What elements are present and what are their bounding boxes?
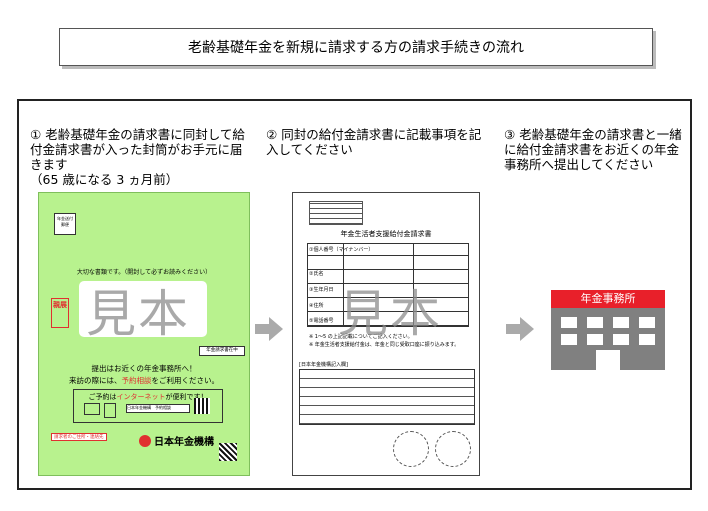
- form-stamp-circle: [435, 431, 471, 467]
- window-icon: [613, 317, 629, 328]
- form-label-birthdate: ③生年月日: [309, 287, 334, 293]
- step-1-sub: （65 歳になる 3 ヵ月前）: [30, 172, 179, 187]
- envelope-enclosure-bar: 年金請求書在中: [199, 346, 245, 356]
- visit-text-highlight: 予約相談: [121, 376, 152, 385]
- envelope-address-window: [79, 281, 207, 337]
- flow-frame: [17, 99, 692, 490]
- form-stamp-circle: [393, 431, 429, 467]
- reservation-line: ご予約はインターネットが便利です！: [74, 392, 222, 402]
- visit-text-b: をご利用ください。: [151, 376, 220, 385]
- window-icon: [561, 334, 577, 345]
- barcode-icon: [219, 443, 237, 461]
- page-title: 老齢基礎年金を新規に請求する方の請求手続きの流れ: [188, 40, 524, 56]
- form-sample: 年金生活者支援給付金請求書 ①個人番号（マイナンバー） ②氏名 ③生年月日 ④住…: [292, 192, 480, 476]
- window-icon: [639, 317, 655, 328]
- page-title-box: 老齢基礎年金を新規に請求する方の請求手続きの流れ: [59, 28, 653, 66]
- envelope-submit-text: 提出はお近くの年金事務所へ！: [91, 364, 197, 373]
- form-label-name: ②氏名: [309, 271, 324, 277]
- form-main-grid: [307, 243, 469, 327]
- envelope-stamp: 年金送付 郵便: [54, 213, 76, 235]
- envelope-logo: 日本年金機構: [139, 433, 214, 448]
- window-icon: [587, 317, 603, 328]
- logo-text: 日本年金機構: [154, 437, 214, 448]
- form-title: 年金生活者支援給付金請求書: [340, 230, 432, 238]
- arrow-right-icon: [255, 317, 283, 341]
- step-3-description: 老齢基礎年金の請求書と一緒に給付金請求書をお近くの年金事務所へ提出してください: [504, 127, 682, 172]
- form-lower-grid: [299, 369, 475, 425]
- envelope-reservation-box: ご予約はインターネットが便利です！ 日本年金機構 予約相談: [73, 389, 223, 423]
- window-icon: [561, 317, 577, 328]
- phone-icon: [104, 403, 116, 418]
- form-label-mynumber: ①個人番号（マイナンバー）: [309, 247, 374, 253]
- step-2-number: ②: [266, 127, 278, 142]
- envelope-watermark: 見本: [86, 285, 190, 343]
- reservation-text-highlight: インターネット: [116, 393, 166, 401]
- window-icon: [587, 334, 603, 345]
- form-notes: ※ 1～5 の上記記載についてご記入ください。 ※ 年金生活者支援給付金は、年金…: [309, 333, 459, 349]
- reservation-text-a: ご予約は: [88, 393, 117, 401]
- envelope-important-text: 大切な書類です。（開封して必ずお読みください）: [76, 269, 212, 276]
- step-1-description: 老齢基礎年金の請求書に同封して給付金請求書が入った封筒がお手元に届きます: [30, 127, 245, 172]
- door-icon: [596, 350, 620, 370]
- notice-label: 請求者のご住所・連絡先: [51, 433, 107, 441]
- form-label-address: ④住所: [309, 303, 324, 309]
- window-icon: [613, 334, 629, 345]
- office-body: [551, 308, 665, 370]
- arrow-right-icon: [506, 317, 534, 341]
- visit-text-a: 来訪の際には、: [69, 376, 122, 385]
- envelope-search-bar: 日本年金機構 予約相談: [126, 404, 190, 413]
- envelope-notice: 請求者のご住所・連絡先: [51, 433, 113, 463]
- envelope-sample: 年金送付 郵便 大切な書類です。（開封して必ずお読みください） 親展 年金請求書…: [38, 192, 250, 476]
- qr-code-icon: [194, 398, 210, 414]
- office-sign: 年金事務所: [551, 290, 665, 308]
- pc-icon: [84, 403, 100, 415]
- envelope-visit-text: 来訪の際には、予約相談をご利用ください。: [39, 375, 249, 386]
- form-lower-heading: [日本年金機構記入欄]: [299, 362, 348, 368]
- form-note-1: ※ 1～5 の上記記載についてご記入ください。: [309, 334, 413, 340]
- form-note-2: ※ 年金生活者支援給付金は、年金と同じ受取口座に振り込みます。: [309, 342, 460, 348]
- reservation-text-b: が便利です！: [165, 393, 208, 401]
- form-watermark: 見本: [338, 285, 442, 343]
- form-column-line: [413, 243, 414, 325]
- step-2-description: 同封の給付金請求書に記載事項を記入してください: [266, 127, 482, 157]
- form-column-line: [343, 243, 344, 325]
- step-1-number: ①: [30, 127, 42, 142]
- logo-mark-icon: [139, 434, 151, 447]
- envelope-red-label: 親展: [51, 298, 69, 328]
- step-3-number: ③: [504, 127, 516, 142]
- form-label-phone: ⑤電話番号: [309, 318, 334, 324]
- form-top-grid: [309, 201, 363, 225]
- pension-office-building-icon: 年金事務所: [551, 290, 665, 370]
- window-icon: [639, 334, 655, 345]
